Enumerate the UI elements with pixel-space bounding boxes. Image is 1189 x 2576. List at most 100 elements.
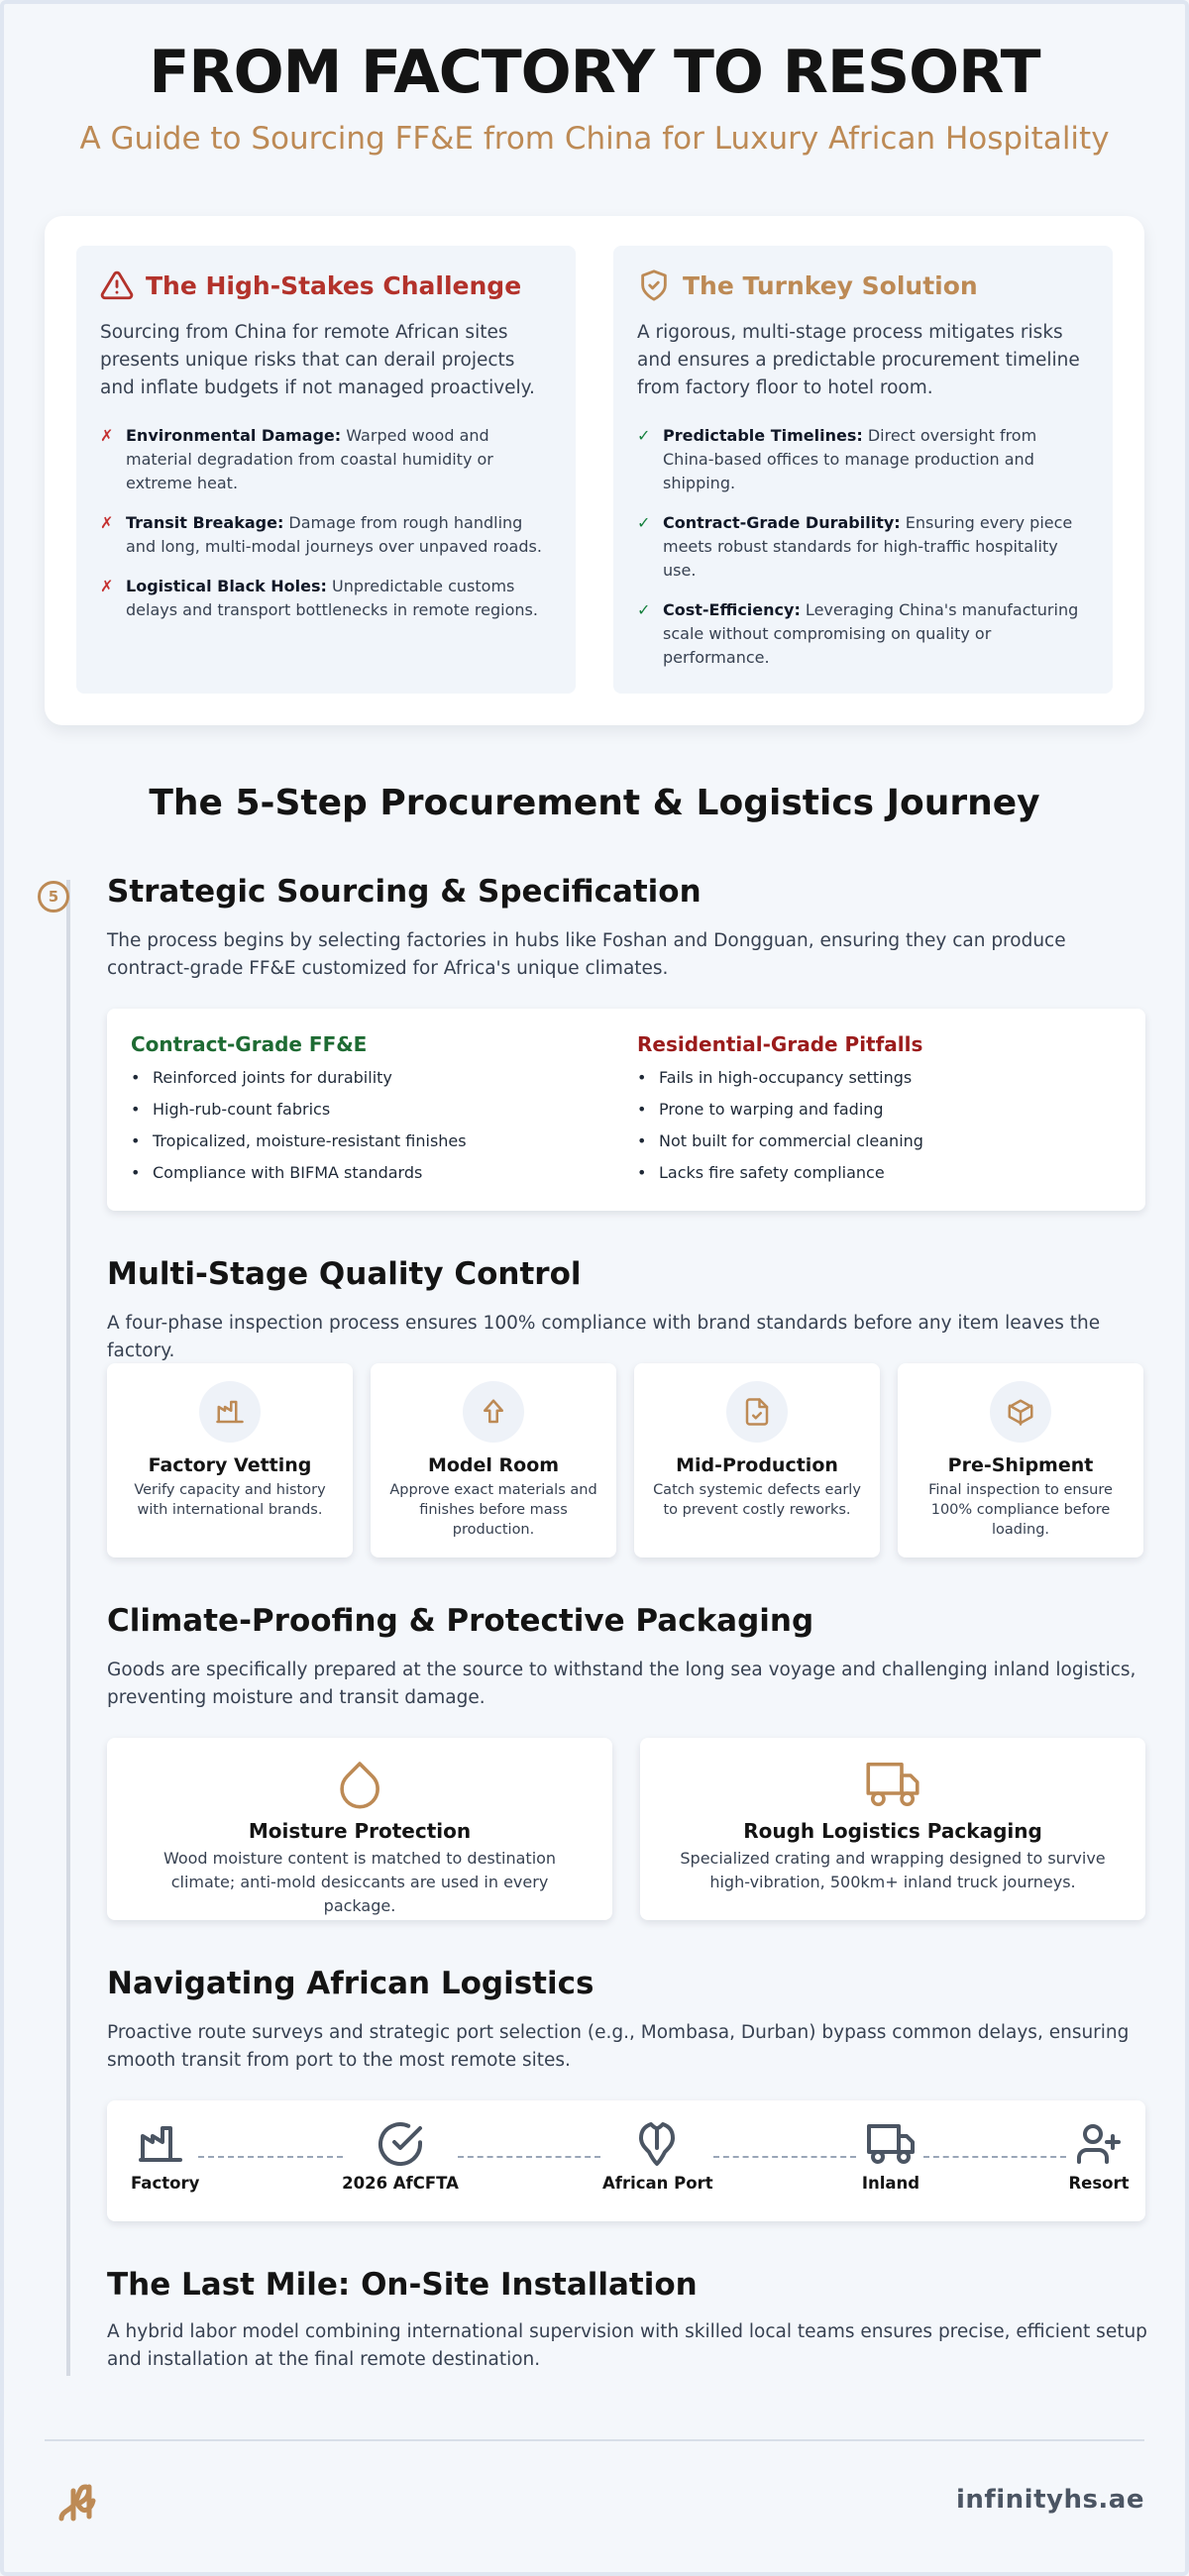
list-item: Compliance with BIFMA standards — [131, 1157, 606, 1189]
route-connector — [198, 2156, 343, 2158]
logistics-desc: Proactive route surveys and strategic po… — [107, 2022, 1130, 2071]
contract-grade-column: Contract-Grade FF&E Reinforced joints fo… — [131, 1032, 606, 1189]
document-check-icon — [745, 1398, 769, 1426]
challenge-intro: Sourcing from China for remote African s… — [100, 322, 535, 398]
route-label: African Port — [602, 2174, 713, 2193]
list-item: High-rub-count fabrics — [131, 1094, 606, 1126]
route-node-inland: Inland — [856, 2120, 925, 2193]
packaging-desc: Goods are specifically prepared at the s… — [107, 1660, 1136, 1708]
pk-card-desc: Specialized crating and wrapping designe… — [680, 1849, 1106, 1891]
moisture-protection-card: Moisture Protection Wood moisture conten… — [107, 1738, 612, 1920]
list-item: ✓ Predictable Timelines: Direct oversigh… — [637, 424, 1089, 495]
qc-card-title: Pre-Shipment — [947, 1454, 1094, 1476]
qc-card-desc: Catch systemic defects early to prevent … — [653, 1482, 861, 1518]
qc-icon-wrap — [463, 1381, 524, 1443]
footer-divider — [45, 2439, 1144, 2441]
bullet-label: Environmental Damage: — [126, 426, 342, 445]
factory-icon — [139, 2126, 182, 2162]
qc-card-mid-production: Mid-Production Catch systemic defects ea… — [634, 1363, 880, 1557]
footer-website[interactable]: infinityhs.ae — [956, 2485, 1144, 2515]
check-icon: ✓ — [637, 426, 651, 445]
residential-grade-title: Residential-Grade Pitfalls — [637, 1032, 923, 1056]
pk-icon-wrap — [333, 1758, 386, 1811]
bullet-label: Transit Breakage: — [126, 513, 284, 532]
sourcing-desc: The process begins by selecting factorie… — [107, 930, 1066, 979]
contract-grade-title: Contract-Grade FF&E — [131, 1032, 368, 1056]
bullet-text: Warped wood and material degradation fro… — [126, 426, 493, 492]
list-item: Reinforced joints for durability — [131, 1062, 606, 1094]
grade-comparison-card: Contract-Grade FF&E Reinforced joints fo… — [107, 1009, 1145, 1211]
list-item: ✗ Environmental Damage: Warped wood and … — [100, 424, 552, 495]
check-icon: ✓ — [637, 513, 651, 532]
check-icon: ✓ — [637, 600, 651, 619]
qc-card-title: Mid-Production — [676, 1454, 838, 1476]
contract-grade-list: Reinforced joints for durability High-ru… — [131, 1062, 606, 1189]
factory-icon — [216, 1400, 244, 1424]
arrow-up-icon — [484, 1399, 503, 1424]
page-title: FROM FACTORY TO RESORT — [149, 38, 1040, 107]
pk-card-title: Moisture Protection — [248, 1819, 472, 1843]
bullet-text: Unpredictable customs delays and transpo… — [126, 577, 538, 619]
route-node-factory: Factory — [131, 2120, 200, 2193]
bullet-label: Contract-Grade Durability: — [663, 513, 901, 532]
lastmile-title: The Last Mile: On-Site Installation — [107, 2267, 698, 2303]
journey-title: The 5-Step Procurement & Logistics Journ… — [149, 783, 1040, 823]
qc-card-pre-shipment: Pre-Shipment Final inspection to ensure … — [898, 1363, 1143, 1557]
qc-card-model-room: Model Room Approve exact materials and f… — [371, 1363, 616, 1557]
list-item: ✓ Cost-Efficiency: Leveraging China's ma… — [637, 598, 1089, 670]
pk-card-desc: Wood moisture content is matched to dest… — [162, 1849, 557, 1915]
list-item: ✗ Logistical Black Holes: Unpredictable … — [100, 575, 552, 622]
cross-icon: ✗ — [100, 577, 114, 595]
solution-list: ✓ Predictable Timelines: Direct oversigh… — [637, 424, 1089, 670]
route-connector — [713, 2156, 856, 2158]
route-connector — [458, 2156, 600, 2158]
route-connector — [923, 2156, 1066, 2158]
africa-map-icon — [639, 2122, 675, 2166]
solution-panel: The Turnkey Solution A rigorous, multi-s… — [613, 246, 1113, 694]
qc-icon-wrap — [199, 1381, 261, 1443]
pk-card-title: Rough Logistics Packaging — [743, 1819, 1042, 1843]
warning-triangle-icon — [100, 270, 134, 300]
qc-card-desc: Approve exact materials and finishes bef… — [389, 1482, 597, 1538]
list-item: Prone to warping and fading — [637, 1094, 1113, 1126]
qc-card-title: Factory Vetting — [148, 1454, 312, 1476]
timeline-line — [66, 880, 70, 2376]
route-label: Factory — [131, 2174, 200, 2193]
bullet-text: Leveraging China's manufacturing scale w… — [663, 600, 1079, 667]
list-item: Tropicalized, moisture-resistant finishe… — [131, 1126, 606, 1157]
infinity-logo-icon[interactable] — [52, 2471, 111, 2530]
sourcing-title: Strategic Sourcing & Specification — [107, 874, 702, 910]
droplet-icon — [340, 1762, 379, 1809]
route-node-port: African Port — [602, 2120, 713, 2193]
packaging-title: Climate-Proofing & Protective Packaging — [107, 1603, 814, 1639]
challenge-panel: The High-Stakes Challenge Sourcing from … — [76, 246, 576, 694]
residential-grade-column: Residential-Grade Pitfalls Fails in high… — [637, 1032, 1113, 1189]
route-label: Resort — [1068, 2174, 1130, 2193]
cross-icon: ✗ — [100, 513, 114, 532]
route-card: Factory 2026 AfCFTA African Port Inland … — [107, 2100, 1145, 2221]
route-node-resort: Resort — [1064, 2120, 1134, 2193]
pk-icon-wrap — [866, 1758, 919, 1811]
list-item: Fails in high-occupancy settings — [637, 1062, 1113, 1094]
bullet-text: Ensuring every piece meets robust standa… — [663, 513, 1073, 580]
challenge-solution-card: The High-Stakes Challenge Sourcing from … — [45, 216, 1144, 725]
page-subtitle: A Guide to Sourcing FF&E from China for … — [79, 121, 1110, 157]
shield-check-icon — [641, 269, 667, 301]
qc-card-factory-vetting: Factory Vetting Verify capacity and hist… — [107, 1363, 353, 1557]
truck-icon — [867, 2124, 915, 2164]
solution-heading: The Turnkey Solution — [637, 266, 1089, 305]
list-item: ✗ Transit Breakage: Damage from rough ha… — [100, 511, 552, 559]
qc-icon-wrap — [990, 1381, 1051, 1443]
page-header: FROM FACTORY TO RESORT A Guide to Sourci… — [0, 38, 1189, 159]
user-plus-icon — [1077, 2124, 1121, 2164]
qc-card-desc: Verify capacity and history with interna… — [134, 1482, 326, 1518]
bullet-label: Predictable Timelines: — [663, 426, 863, 445]
bullet-text: Damage from rough handling and long, mul… — [126, 513, 542, 556]
challenge-list: ✗ Environmental Damage: Warped wood and … — [100, 424, 552, 622]
truck-icon — [866, 1762, 919, 1807]
solution-title: The Turnkey Solution — [683, 270, 978, 300]
qc-icon-wrap — [726, 1381, 788, 1443]
step-badge: 5 — [38, 881, 69, 912]
bullet-text: Direct oversight from China-based office… — [663, 426, 1037, 492]
challenge-title: The High-Stakes Challenge — [146, 270, 522, 300]
